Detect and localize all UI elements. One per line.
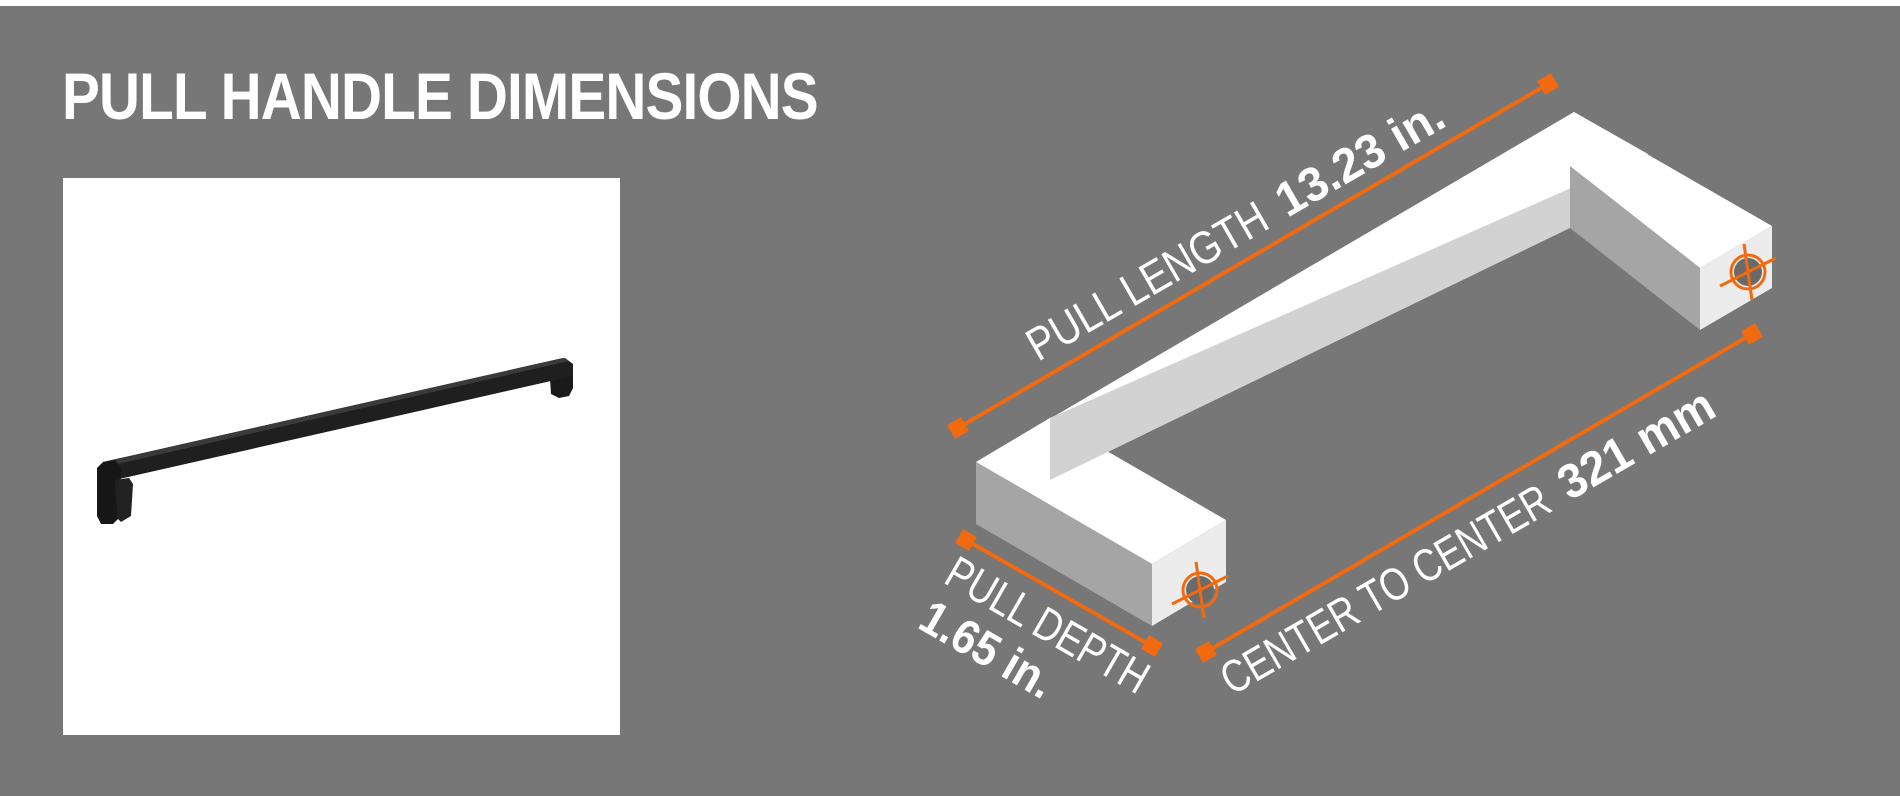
pull-depth-dimension-line bbox=[955, 529, 1163, 657]
dimension-diagram: PULL LENGTH 13.23 in. CENTER TO CENTER 3… bbox=[911, 73, 1777, 710]
mount-hole-target-icon bbox=[1719, 243, 1777, 301]
center-to-center-label: CENTER TO CENTER bbox=[1211, 474, 1559, 705]
mount-hole-target-icon bbox=[1171, 561, 1229, 619]
handle-model bbox=[976, 112, 1772, 626]
center-to-center-dimension-line bbox=[1195, 323, 1763, 663]
page-title: PULL HANDLE DIMENSIONS bbox=[62, 59, 819, 133]
product-photo bbox=[63, 178, 620, 735]
product-handle-image bbox=[97, 358, 573, 524]
infographic: PULL HANDLE DIMENSIONS bbox=[0, 6, 1900, 796]
center-to-center-label-group: CENTER TO CENTER 321 mm bbox=[1211, 379, 1724, 705]
center-to-center-value: 321 mm bbox=[1549, 379, 1724, 511]
pull-length-dimension-line bbox=[947, 73, 1559, 439]
